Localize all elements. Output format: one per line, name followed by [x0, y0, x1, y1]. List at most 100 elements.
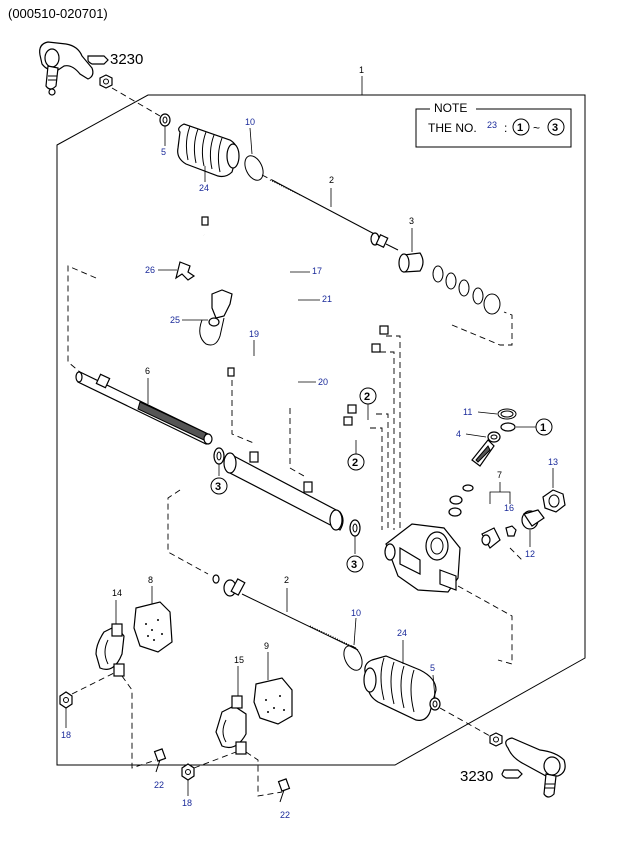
label-8: 8 [148, 575, 153, 585]
leader-10b [353, 617, 357, 646]
dash-cap-guide [509, 547, 523, 561]
part-9-bush [253, 677, 293, 725]
header-code: (000510-020701) [8, 6, 108, 21]
label-20: 20 [318, 377, 328, 387]
label-24b: 24 [397, 628, 407, 638]
pinion-washer [500, 422, 516, 432]
cylinder-seal-right-inner [352, 523, 358, 533]
power-cylinder [223, 451, 344, 531]
callout-3-lower: 3 [346, 555, 364, 573]
dash-housing-right [457, 585, 513, 665]
label-9: 9 [264, 641, 269, 651]
part-21-pipe [203, 233, 381, 353]
part-18-nut-lower [181, 763, 195, 781]
callout-2-upper: 2 [359, 387, 377, 405]
label-10a: 10 [245, 117, 255, 127]
ref-hand-icon-upper [87, 55, 109, 65]
label-13: 13 [548, 457, 558, 467]
part-24-boot-upper [177, 123, 240, 178]
callout-2-lower-label: 2 [352, 457, 358, 469]
dash-clamp-left [231, 380, 257, 445]
note-from: 1 [517, 122, 523, 134]
callout-2-upper-label: 2 [364, 391, 370, 403]
part-6-rack [75, 371, 213, 445]
label-4: 4 [456, 429, 461, 439]
dash-pipe-a [386, 335, 401, 530]
dash-pipe-d [370, 427, 383, 530]
dash-left-guide [67, 265, 97, 373]
label-3: 3 [409, 216, 414, 226]
part-26-clip [175, 261, 196, 281]
dash-pipe-c [376, 413, 389, 530]
part-20-pipe [283, 376, 357, 414]
part-13-locknut [542, 489, 566, 513]
note-box: NOTE THE NO. 23 : 1 ~ 3 [415, 101, 572, 148]
part-11-ring-inner [500, 410, 514, 418]
label-5a: 5 [161, 147, 166, 157]
cylinder-seal-left-inner [216, 451, 222, 461]
dash-bracket-bolt [121, 675, 157, 769]
part-rack-guide [481, 527, 501, 549]
label-22b: 22 [280, 810, 290, 820]
callout-3-upper-label: 3 [215, 481, 221, 493]
part-24-boot-lower [363, 655, 437, 721]
part-5-clip-lower [429, 697, 441, 711]
part-15-bracket [215, 695, 247, 755]
leader-5b [432, 674, 436, 699]
label-10b: 10 [351, 608, 361, 618]
part-8-bush [133, 601, 173, 653]
callout-3-upper: 3 [210, 477, 228, 495]
dash-lower-guide [167, 489, 209, 575]
callout-1: 1 [535, 418, 553, 436]
label-19: 19 [249, 329, 259, 339]
label-11: 11 [463, 407, 472, 417]
part-2-rack-upper [269, 179, 399, 251]
assembly-frame [56, 94, 586, 766]
note-to: 3 [552, 122, 558, 134]
note-tilde: ~ [533, 121, 540, 135]
dash-pipe-b [380, 351, 395, 530]
part-22-bolt-left [153, 748, 167, 773]
part-5-clip-upper [159, 113, 171, 127]
tie-rod-nut-lower [489, 732, 503, 747]
label-21: 21 [322, 294, 332, 304]
dash-clamp-right [289, 408, 305, 477]
callout-2-lower: 2 [347, 453, 365, 471]
cylinder-seal-left [213, 447, 225, 465]
label-18a: 18 [61, 730, 71, 740]
ref-3230-upper: 3230 [110, 51, 143, 68]
part-10-ring-upper [244, 155, 264, 181]
label-16: 16 [504, 503, 514, 513]
part-12-cap [521, 509, 545, 530]
part-19-pipe [227, 354, 353, 426]
note-prefix: THE NO. [428, 121, 477, 135]
label-2a: 2 [329, 175, 334, 185]
label-18b: 18 [182, 798, 192, 808]
part-14-bracket [95, 623, 125, 677]
part-22-bolt-lower [277, 778, 291, 803]
label-24a: 24 [199, 183, 209, 193]
label-22a: 22 [154, 780, 164, 790]
tie-rod-end-lower [505, 737, 566, 798]
cylinder-seal-right [349, 519, 361, 537]
label-12: 12 [525, 549, 535, 559]
label-5b: 5 [430, 663, 435, 673]
label-14: 14 [112, 588, 122, 598]
note-title: NOTE [434, 101, 467, 115]
label-2b: 2 [284, 575, 289, 585]
label-25: 25 [170, 315, 180, 325]
dash-bushing-box [451, 311, 513, 346]
part-4-pinion [448, 431, 501, 517]
part-2-rack-lower [212, 574, 359, 651]
label-1: 1 [359, 65, 364, 75]
leader-11 [477, 411, 498, 415]
dash-nut-bracket [71, 671, 117, 695]
part-10-ring-lower [343, 645, 363, 671]
label-17: 17 [312, 266, 322, 276]
ref-hand-icon-lower [501, 769, 523, 779]
dash-tie-rod-lower [439, 707, 491, 737]
dash-nut-bracket-lower [193, 751, 237, 769]
part-3-bushing [398, 252, 424, 273]
leader-4 [465, 433, 487, 438]
part-16-spring [505, 525, 517, 537]
